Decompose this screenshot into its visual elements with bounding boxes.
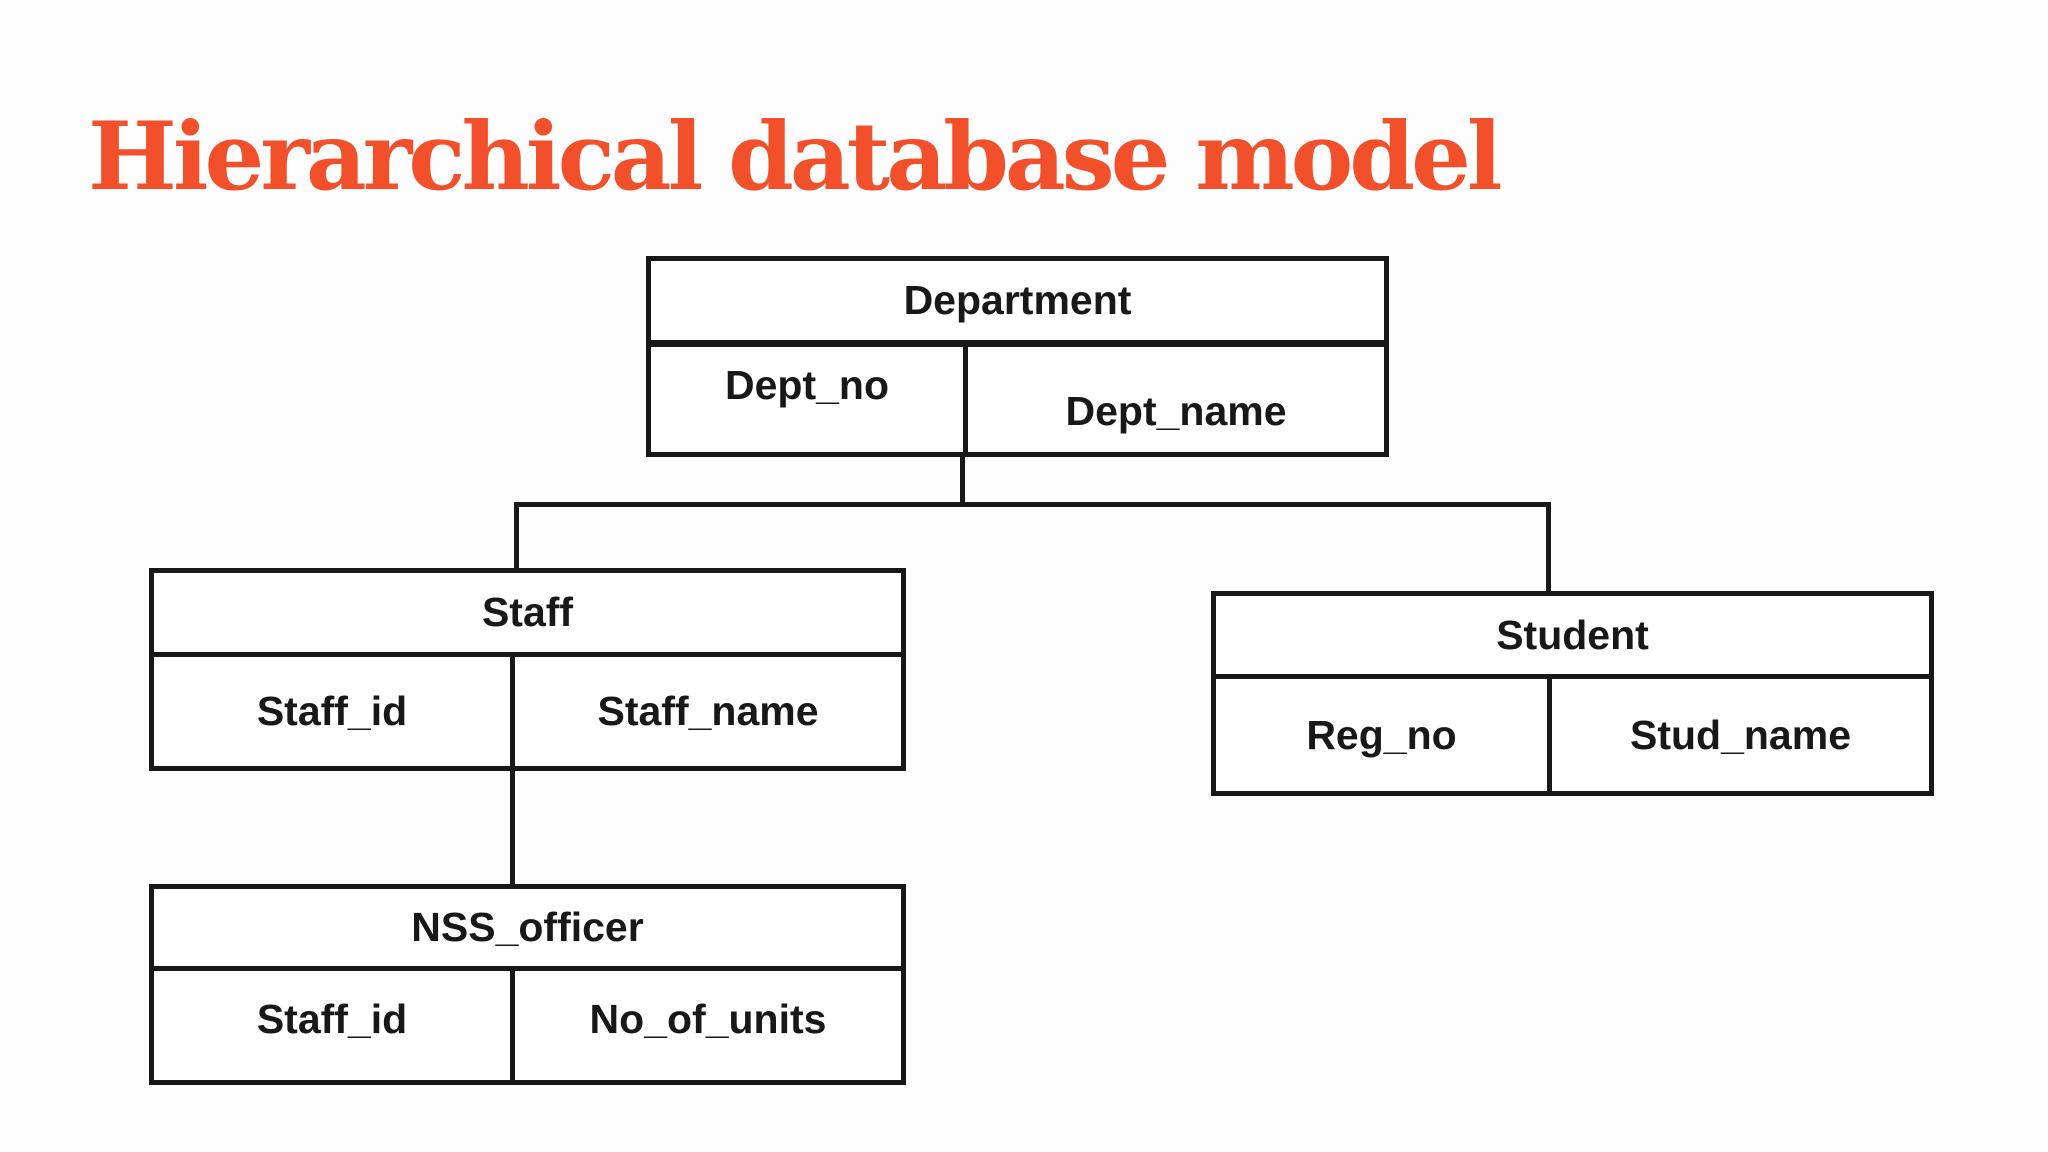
entity-nss-officer-name: NSS_officer (154, 889, 901, 971)
entity-nss-officer: NSS_officer Staff_id No_of_units (149, 884, 906, 1085)
connector-staff-to-nss-officer (510, 765, 515, 890)
connector-department-down (960, 450, 965, 507)
connector-to-staff (514, 502, 519, 572)
attribute-cell-no-of-units: No_of_units (515, 971, 901, 1080)
entity-student: Student Reg_no Stud_name (1211, 591, 1934, 796)
attribute-cell-reg-no: Reg_no (1216, 679, 1552, 791)
entity-student-name: Student (1216, 596, 1929, 679)
attribute-cell-dept-name: Dept_name (968, 347, 1384, 452)
attribute-cell-nss-staff-id: Staff_id (154, 971, 515, 1080)
entity-student-attributes: Reg_no Stud_name (1216, 679, 1929, 791)
attribute-cell-staff-name: Staff_name (515, 657, 901, 766)
attribute-label: No_of_units (589, 996, 827, 1042)
attribute-label: Stud_name (1630, 711, 1851, 758)
attribute-cell-staff-id: Staff_id (154, 657, 515, 766)
attribute-label: Reg_no (1306, 711, 1457, 758)
attribute-label: Dept_no (725, 362, 889, 408)
attribute-label: Staff_id (256, 688, 408, 734)
entity-staff: Staff Staff_id Staff_name (149, 568, 906, 771)
attribute-label: Dept_name (1065, 388, 1287, 434)
entity-nss-officer-attributes: Staff_id No_of_units (154, 971, 901, 1080)
entity-department-name: Department (651, 261, 1384, 347)
entity-staff-name: Staff (154, 573, 901, 657)
attribute-cell-stud-name: Stud_name (1552, 679, 1929, 791)
entity-staff-attributes: Staff_id Staff_name (154, 657, 901, 766)
attribute-cell-dept-no: Dept_no (651, 347, 968, 452)
entity-department-attributes: Dept_no Dept_name (651, 347, 1384, 452)
connector-children-horizontal (514, 502, 1551, 507)
page-title: Hierarchical database model (88, 102, 1503, 212)
attribute-label: Staff_id (256, 996, 408, 1042)
entity-department: Department Dept_no Dept_name (646, 256, 1389, 457)
connector-to-student (1546, 502, 1551, 597)
attribute-label: Staff_name (597, 688, 819, 734)
